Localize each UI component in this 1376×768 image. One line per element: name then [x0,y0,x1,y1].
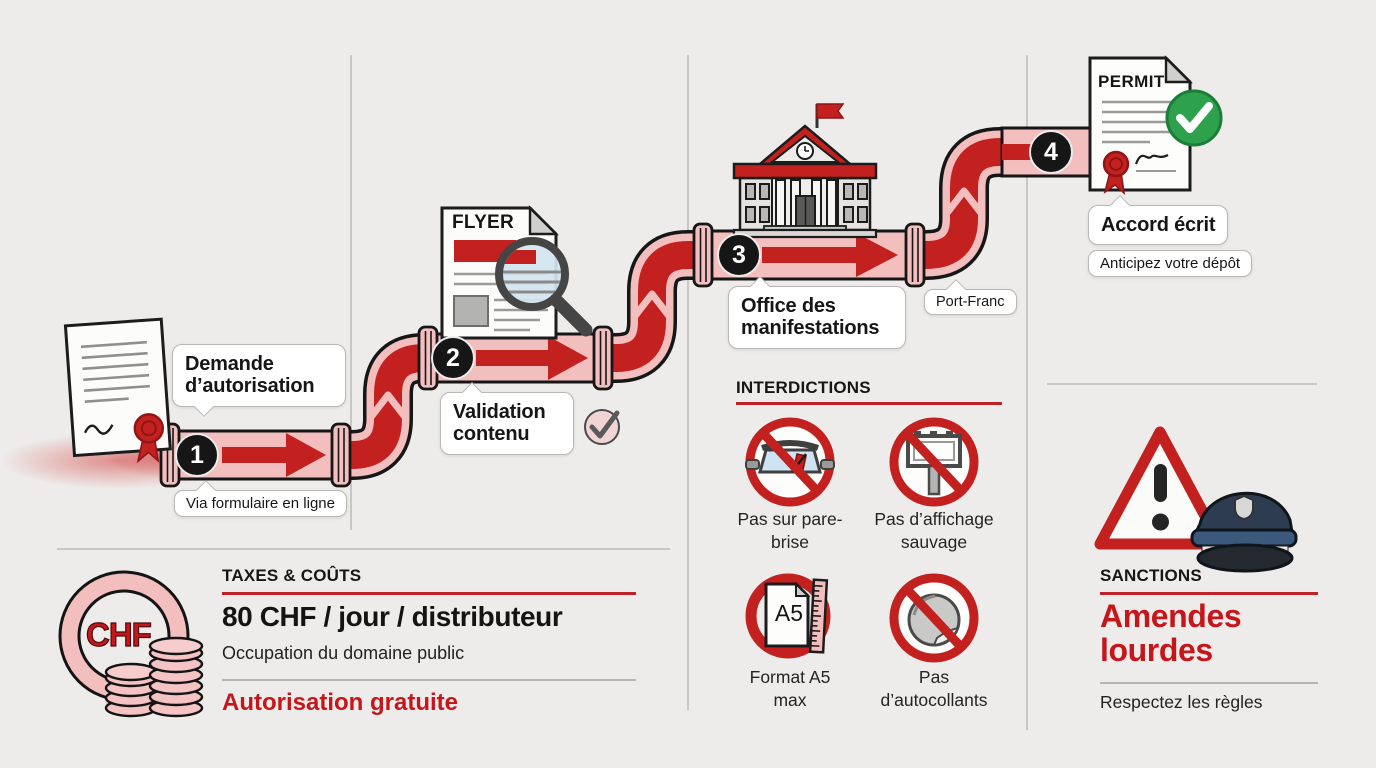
sanctions-divider [1100,682,1318,684]
taxes-amount: 80 CHF / jour / distributeur [222,601,563,632]
step-1-note-bubble: Via formulaire en ligne [174,490,347,517]
no-windshield-icon [745,417,835,507]
divider-vertical-right [1026,55,1028,730]
step-2-badge: 2 [431,336,475,380]
flange [692,222,714,288]
step-3-badge: 3 [717,233,761,277]
coin-stack-small [104,662,158,718]
no-sticker-icon [889,573,979,663]
flange [904,222,926,288]
chf-coins-icon [58,570,204,718]
flyer-magnifier-icon [440,205,593,340]
flow-arrow-2 [476,336,588,380]
permit-check-icon [1088,55,1223,196]
flange [330,422,352,488]
government-building-icon [732,103,878,239]
step-4-badge: 4 [1029,130,1073,174]
taxes-detail: Occupation du domaine public [222,643,465,663]
pipe-bend-3 [901,127,1025,280]
pipe-bends [327,127,1025,480]
taxes-section-title: TAXES & COÛTS [222,566,362,585]
pipe-bend-2 [591,230,713,383]
chf-currency-label: CHF [85,615,152,653]
flow-arrow-1 [222,433,326,477]
sanctions-title-rule [1100,592,1318,595]
pipe-flanges [159,222,926,488]
taxes-divider [222,679,636,681]
step-3-title-bubble: Office des manifestations [728,286,906,349]
interdiction-label-3: Format A5 max [749,667,831,710]
interdictions-title-rule [736,402,1002,405]
step-4-note-bubble: Anticipez votre dépôt [1088,250,1253,277]
divider-horizontal-left [57,548,670,550]
flow-arrows [222,144,1050,477]
divider-vertical-center [687,55,689,710]
divider-vertical-left [350,55,352,530]
sanctions-headline: Amendes lourdes [1100,598,1242,668]
content-approved-check-icon [584,409,620,445]
a5-format-label: A5 [774,600,804,626]
sanctions-note: Respectez les règles [1100,692,1263,712]
permit-doc-label: PERMIT [1098,72,1165,91]
sanctions-section-title: SANCTIONS [1100,566,1202,585]
police-cap [1190,491,1298,573]
no-billboard-icon [889,417,979,507]
flow-arrow-3 [762,233,898,277]
taxes-highlight: Autorisation gratuite [222,689,459,716]
a5-ruler-icon [745,573,831,659]
warning-police-cap-icon [1094,426,1298,573]
coin-stack-tall [148,636,204,718]
pipe-bend-1 [327,333,449,480]
document-seal-icon [63,317,172,464]
step-2-title-bubble: Validation contenu [440,392,574,455]
step-1-title-bubble: Demande d’autorisation [172,344,346,407]
divider-horizontal-right [1047,383,1317,385]
step-4-title-bubble: Accord écrit [1088,205,1229,246]
step-1-badge: 1 [175,433,219,477]
interdiction-label-1: Pas sur pare-brise [737,509,843,552]
flange [592,325,614,391]
interdiction-label-2: Pas d’affichage sauvage [874,509,994,552]
interdictions-section-title: INTERDICTIONS [736,378,871,397]
flyer-doc-label: FLYER [452,212,515,233]
taxes-title-rule [222,592,636,595]
interdiction-label-4: Pas d’autocollants [880,667,988,710]
step-3-note-bubble: Port-Franc [924,289,1017,315]
